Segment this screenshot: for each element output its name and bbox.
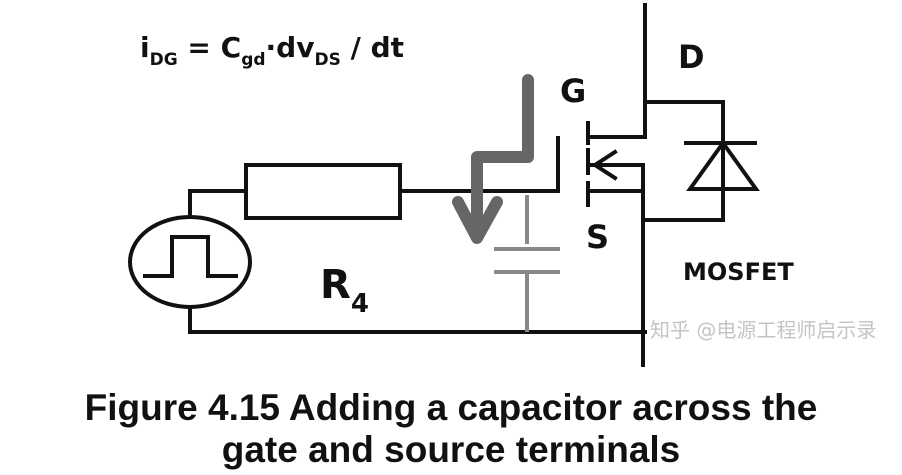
arrow-icon <box>591 149 618 181</box>
mosfet-label: MOSFET <box>683 258 794 286</box>
gate-label: G <box>560 72 586 110</box>
caption-line-2: gate and source terminals <box>221 429 681 470</box>
source-left-wire <box>188 189 647 334</box>
diode-icon <box>684 139 760 191</box>
source-label: S <box>586 218 609 256</box>
caption-line-1: Figure 4.15 Adding a capacitor across th… <box>84 387 818 428</box>
formula: iDG = Cgd·dvDS / dt <box>140 31 404 70</box>
resistor <box>244 163 402 220</box>
resistor-label: R4 <box>320 262 369 319</box>
gate-wire <box>398 136 560 193</box>
watermark: 知乎 @电源工程师启示录 <box>650 318 877 342</box>
current-arrow <box>452 74 534 244</box>
pulse-icon <box>143 235 238 278</box>
capacitor <box>494 195 560 332</box>
drain-label: D <box>678 38 705 76</box>
diode-branch <box>641 100 725 222</box>
source-wire <box>590 163 645 367</box>
pulse-source <box>128 215 252 309</box>
drain-wire <box>588 3 647 139</box>
